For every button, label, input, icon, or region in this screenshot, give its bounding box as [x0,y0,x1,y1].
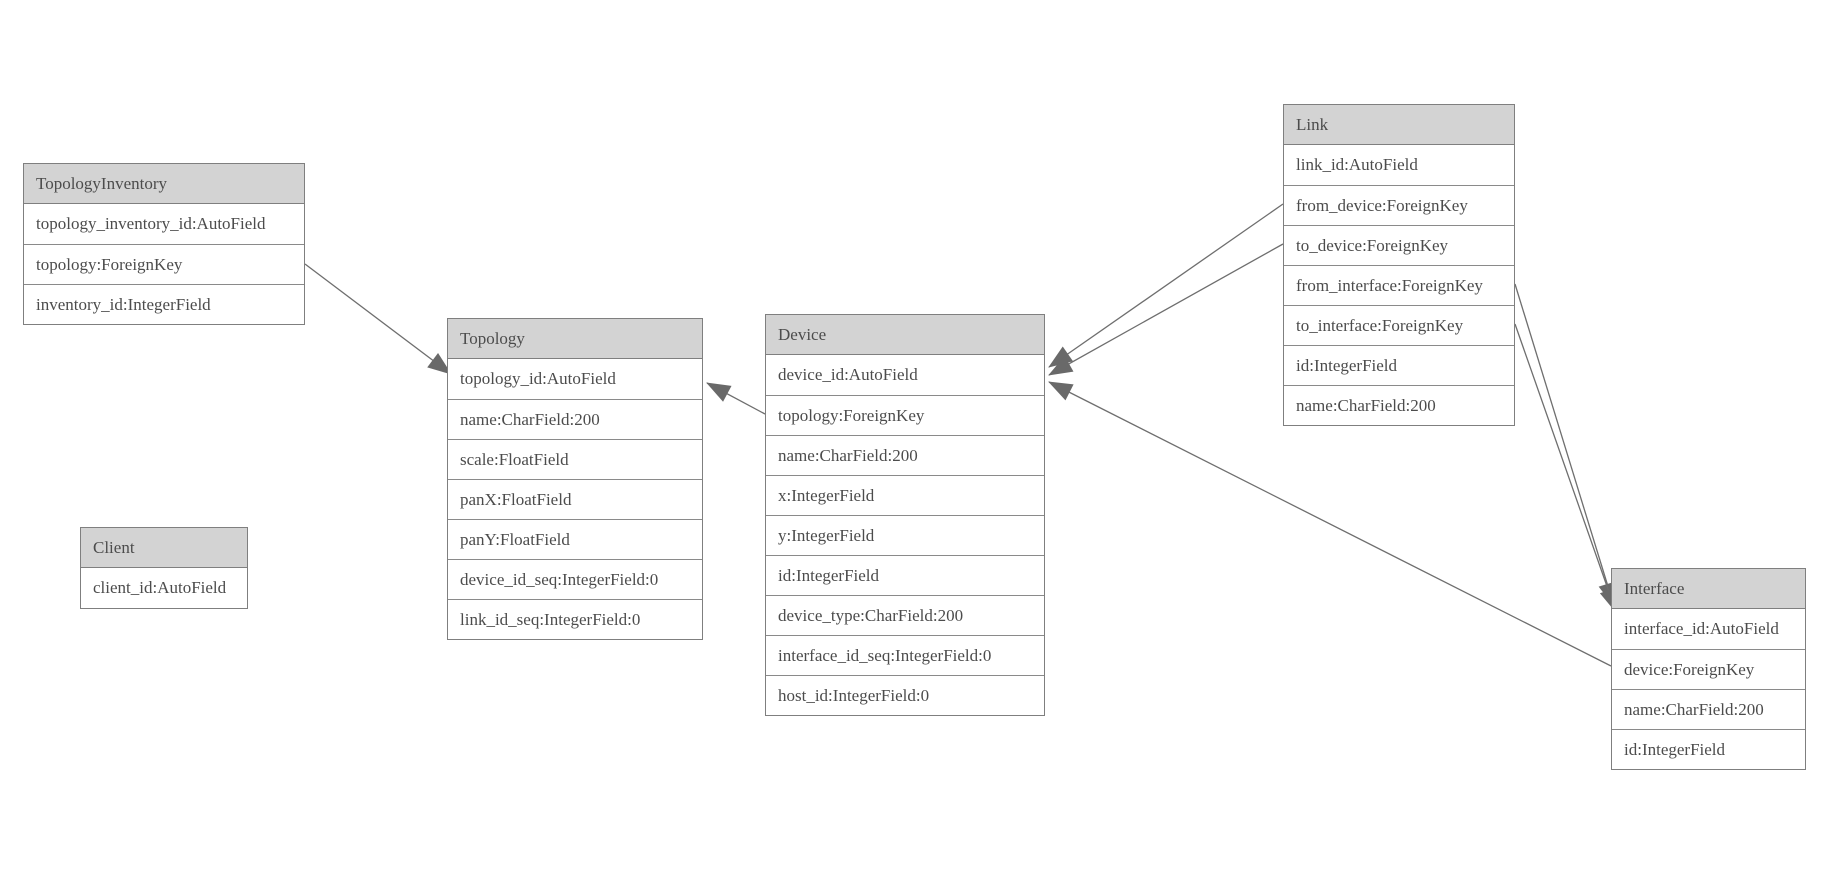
entity-field-row: interface_id_seq:IntegerField:0 [766,635,1044,675]
relation-line-link-frominterface-to-interface [1514,283,1616,607]
entity-field-row: name:CharField:200 [1612,689,1805,729]
entity-field-row: topology_id:AutoField [448,359,702,399]
entity-header-client: Client [81,528,247,568]
entity-field-row: device_id_seq:IntegerField:0 [448,559,702,599]
entity-field-row: x:IntegerField [766,475,1044,515]
entity-table-client: Client client_id:AutoField [80,527,248,609]
entity-header-topologyinventory: TopologyInventory [24,164,304,204]
entity-field-row: from_interface:ForeignKey [1284,265,1514,305]
relation-line-link-fromdevice-to-device [1048,203,1284,368]
entity-header-device: Device [766,315,1044,355]
entity-field-row: y:IntegerField [766,515,1044,555]
entity-table-topologyinventory: TopologyInventory topology_inventory_id:… [23,163,305,325]
entity-field-row: client_id:AutoField [81,568,247,608]
entity-field-row: host_id:IntegerField:0 [766,675,1044,715]
relation-line-topologyinventory-to-topology [304,263,452,375]
entity-field-row: link_id:AutoField [1284,145,1514,185]
entity-header-interface: Interface [1612,569,1805,609]
entity-table-device: Device device_id:AutoField topology:Fore… [765,314,1045,716]
entity-table-link: Link link_id:AutoField from_device:Forei… [1283,104,1515,426]
entity-field-row: to_interface:ForeignKey [1284,305,1514,345]
entity-field-row: to_device:ForeignKey [1284,225,1514,265]
entity-header-link: Link [1284,105,1514,145]
entity-field-row: topology_inventory_id:AutoField [24,204,304,244]
relation-line-interface-device-to-device [1048,381,1612,667]
entity-field-row: name:CharField:200 [766,435,1044,475]
entity-field-row: topology:ForeignKey [24,244,304,284]
entity-field-row: id:IntegerField [1284,345,1514,385]
entity-field-row: device_type:CharField:200 [766,595,1044,635]
entity-field-row: link_id_seq:IntegerField:0 [448,599,702,639]
entity-field-row: id:IntegerField [1612,729,1805,769]
entity-field-row: topology:ForeignKey [766,395,1044,435]
entity-field-row: inventory_id:IntegerField [24,284,304,324]
entity-field-row: name:CharField:200 [448,399,702,439]
entity-field-row: interface_id:AutoField [1612,609,1805,649]
entity-field-row: id:IntegerField [766,555,1044,595]
entity-field-row: panY:FloatField [448,519,702,559]
entity-field-row: from_device:ForeignKey [1284,185,1514,225]
entity-field-row: name:CharField:200 [1284,385,1514,425]
entity-table-interface: Interface interface_id:AutoField device:… [1611,568,1806,770]
entity-field-row: device:ForeignKey [1612,649,1805,689]
relation-line-device-to-topology [706,382,766,415]
entity-field-row: scale:FloatField [448,439,702,479]
entity-table-topology: Topology topology_id:AutoField name:Char… [447,318,703,640]
entity-header-topology: Topology [448,319,702,359]
entity-field-row: device_id:AutoField [766,355,1044,395]
relation-line-link-todevice-to-device [1048,243,1284,376]
entity-field-row: panX:FloatField [448,479,702,519]
relation-line-link-tointerface-to-interface [1514,323,1617,613]
